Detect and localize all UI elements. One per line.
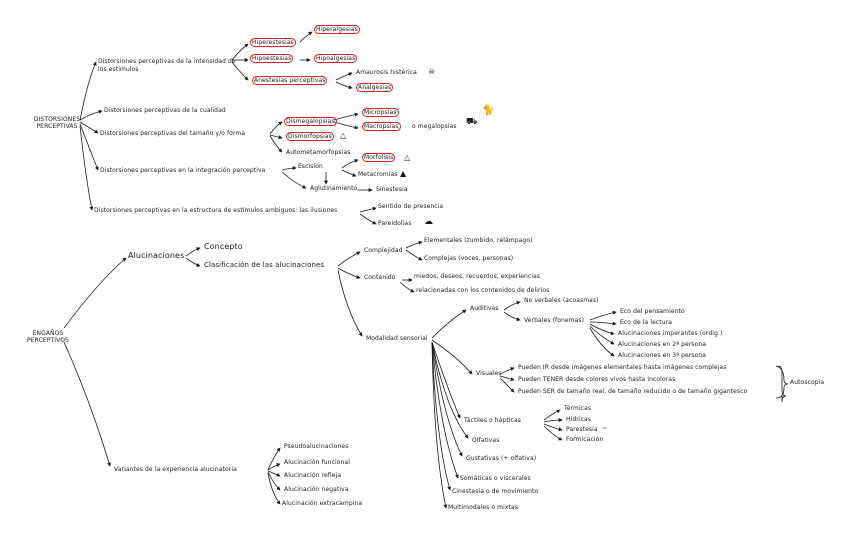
cloud-icon: ☁ — [424, 217, 434, 227]
squiggle-icon: ~ — [602, 425, 608, 432]
node-hiperestesias: Hiperestesias — [250, 38, 296, 47]
node-hidricas: Hídricas — [566, 416, 592, 423]
node-gustativas: Gustativas (+ olfativa) — [466, 455, 537, 462]
hipoalgesias-label: Hipoalgesias — [314, 54, 358, 63]
hiperestesias-label: Hiperestesias — [250, 38, 296, 47]
node-anestesias: Anestesias perceptivas — [252, 76, 328, 85]
hipoestesias-label: Hipoestesias — [250, 54, 294, 63]
node-visuales: Visuales — [476, 370, 502, 377]
node-multimodales: Multimodales o mixtas — [448, 504, 518, 511]
node-clasificacion: Clasificación de las alucinaciones — [204, 261, 325, 269]
contenido-text-1: miedos, deseos, recuerdos, experiencias — [414, 273, 541, 280]
node-micropsias: Micropsias — [362, 108, 399, 117]
node-negativa: Alucinación negativa — [284, 486, 349, 493]
skull-icon: ☠ — [428, 67, 436, 76]
node-segunda-persona: Alucinaciones en 2ª persona — [618, 341, 707, 348]
node-hipoalgesias: Hipoalgesias — [314, 54, 358, 63]
node-aglutinamiento: Aglutinamiento — [310, 185, 358, 192]
node-funcional: Alucinación funcional — [284, 459, 350, 466]
node-analgesias: Analgesias — [356, 83, 394, 92]
node-alucinaciones: Alucinaciones — [128, 251, 185, 260]
car-icon: ⛟ — [466, 117, 478, 127]
node-hiperalgesias: Hiperalgesias — [314, 25, 360, 34]
node-dismorfopsias: Dismorfopsias — [286, 132, 334, 141]
dismorfopsias-label: Dismorfopsias — [286, 132, 334, 141]
node-o-megalopsias: o megalopsias — [412, 123, 457, 130]
node-morfolisis: Morfolisis — [362, 153, 396, 162]
node-integracion: Distorsiones perceptivas en la integraci… — [100, 167, 266, 174]
macropsias-label: Macropsias — [362, 122, 401, 131]
node-ambiguos: Distorsiones perceptivas en la estructur… — [94, 207, 338, 214]
node-eco-lectura: Eco de la lectura — [620, 319, 672, 326]
node-autometamorfopsias: Autometamorfopsias — [286, 149, 351, 156]
node-cualidad: Distorsiones perceptivas de la cualidad — [104, 107, 226, 114]
node-contenido: Contenido — [364, 274, 396, 281]
cat-icon: 🐈 — [482, 105, 495, 116]
node-extracampina: Alucinación extracampina — [282, 500, 363, 507]
node-tactiles: Táctiles o hápticas — [464, 417, 521, 424]
contenido-text-2: relacionadas con los contenidos de delir… — [416, 287, 550, 294]
node-escision: Escisión — [298, 163, 323, 170]
visuales-item-3: Pueden SER de tamaño real, de tamaño red… — [518, 388, 748, 395]
triangle-filled-icon: ▲ — [400, 169, 407, 178]
node-variantes: Variantes de la experiencia alucinatoria — [114, 466, 237, 473]
node-macropsias: Macropsias — [362, 122, 401, 131]
node-termicas: Térmicas — [564, 405, 592, 412]
node-refleja: Alucinación refleja — [284, 472, 342, 479]
node-metacromias: Metacromías — [358, 171, 398, 178]
node-imperantes: Alucinaciones imperantes (ordig.) — [618, 330, 723, 337]
distorsiones-root: DISTORSIONES PERCEPTIVAS — [33, 116, 81, 131]
node-tamano-forma: Distorsiones perceptivas del tamaño y/o … — [100, 130, 246, 137]
anestesias-label: Anestesias perceptivas — [252, 76, 328, 85]
node-modalidad: Modalidad sensorial — [366, 335, 428, 342]
analgesias-label: Analgesias — [356, 83, 394, 92]
node-eco-pensamiento: Eco del pensamiento — [620, 308, 685, 315]
node-sinestesia: Sinestesia — [376, 186, 408, 193]
node-tercera-persona: Alucinaciones en 3ª persona — [618, 352, 707, 359]
node-complejidad: Complejidad — [364, 247, 403, 254]
node-pseudo: Pseudoalucinaciones — [284, 443, 349, 450]
node-formicacion: Formicación — [566, 436, 604, 443]
node-auditivas: Auditivas — [470, 305, 499, 312]
morfolisis-label: Morfolisis — [362, 153, 396, 162]
node-hipoestesias: Hipoestesias — [250, 54, 294, 63]
micropsias-label: Micropsias — [362, 108, 399, 117]
visuales-item-2: Pueden TENER desde colores vivos hasta i… — [518, 376, 676, 383]
node-dismegalopsias: Dismegalopsias — [284, 117, 337, 126]
dismegalopsias-label: Dismegalopsias — [284, 117, 337, 126]
node-cinestesia: Cinestesia o de movimiento — [452, 488, 539, 495]
node-no-verbales: No verbales (acoasmas) — [524, 297, 599, 304]
node-pareidolias: Pareidolias — [378, 220, 412, 227]
visuales-item-1: Pueden IR desde imágenes elementales has… — [518, 364, 727, 371]
triangle-outline-icon: △ — [404, 153, 411, 162]
node-concepto: Concepto — [204, 242, 243, 251]
triangle-outline-icon: △ — [340, 131, 347, 140]
node-verbales: Verbales (fonemas) — [524, 317, 585, 324]
node-elementales: Elementales (zumbido, relámpago) — [424, 237, 533, 244]
node-somaticas: Somáticas o viscerales — [460, 475, 531, 482]
node-olfativas: Olfativas — [472, 437, 500, 444]
node-intensidad: Distorsiones perceptivas de la intensida… — [98, 58, 236, 73]
node-autoscopia: Autoscopia — [790, 379, 825, 386]
node-complejas: Complejas (voces, personas) — [424, 255, 514, 262]
hiperalgesias-label: Hiperalgesias — [314, 25, 360, 34]
node-sentido-presencia: Sentido de presencia — [378, 203, 444, 210]
node-parestesia: Parestesia — [566, 426, 598, 433]
enganos-root: ENGAÑOS PERCEPTIVOS — [27, 330, 69, 345]
node-amaurosis: Amaurosis histérica — [356, 69, 417, 76]
